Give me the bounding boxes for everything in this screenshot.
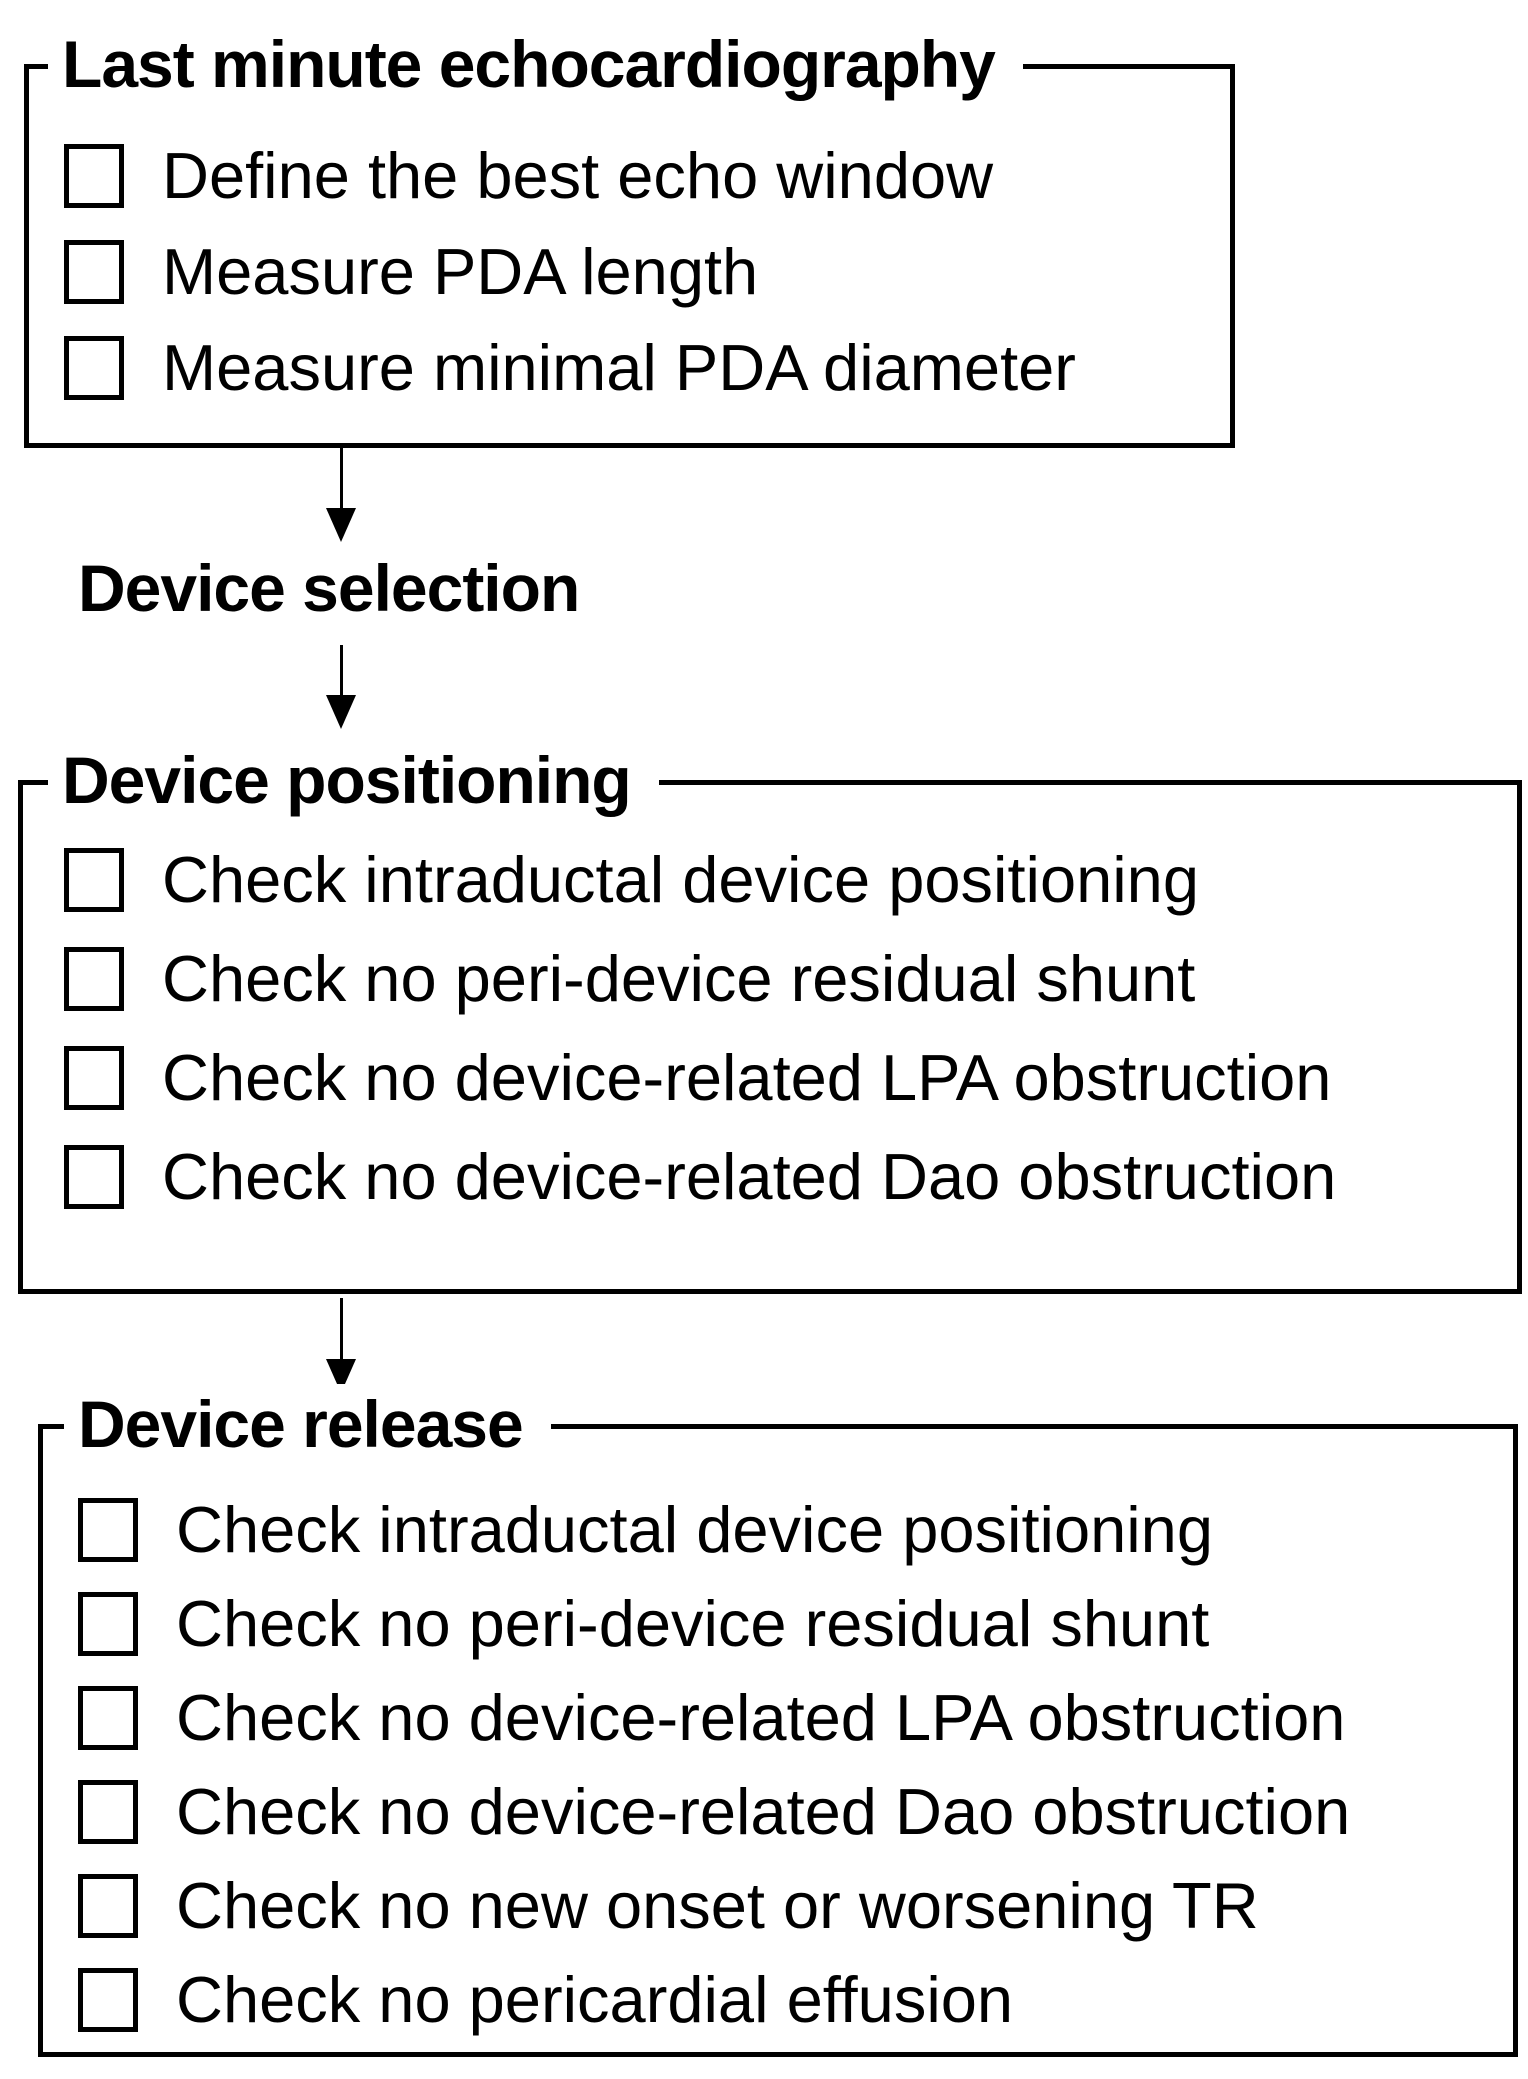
checklist-item-label: Check no device-related LPA obstruction xyxy=(176,1681,1346,1754)
checklist-row: Define the best echo window xyxy=(64,140,993,212)
checklist-item-label: Measure minimal PDA diameter xyxy=(162,331,1076,404)
checkbox-unchecked[interactable] xyxy=(78,1686,138,1750)
checklist-item-label: Check no device-related LPA obstruction xyxy=(162,1041,1332,1114)
checkbox-unchecked[interactable] xyxy=(64,1046,124,1110)
checklist-item-label: Check intraductal device positioning xyxy=(176,1493,1213,1566)
arrow-head xyxy=(326,508,356,542)
checklist-item-label: Check no device-related Dao obstruction xyxy=(176,1775,1351,1848)
checklist-row: Check no device-related Dao obstruction xyxy=(78,1776,1350,1848)
checklist-item-label: Check no pericardial effusion xyxy=(176,1963,1014,2036)
checklist-item-label: Check no peri-device residual shunt xyxy=(176,1587,1210,1660)
checkbox-unchecked[interactable] xyxy=(78,1780,138,1844)
arrow-stem xyxy=(339,1298,343,1359)
checkbox-unchecked[interactable] xyxy=(64,336,124,400)
checklist-item-label: Check no device-related Dao obstruction xyxy=(162,1140,1337,1213)
box-title-last-minute-echocardiography: Last minute echocardiography xyxy=(48,24,1023,104)
arrow-head xyxy=(326,695,356,729)
checklist-row: Check no device-related LPA obstruction xyxy=(64,1042,1331,1114)
checkbox-unchecked[interactable] xyxy=(64,848,124,912)
checkbox-unchecked[interactable] xyxy=(64,144,124,208)
checkbox-unchecked[interactable] xyxy=(64,1145,124,1209)
checklist-item-label: Check no new onset or worsening TR xyxy=(176,1869,1259,1942)
step-label-device-selection: Device selection xyxy=(78,551,580,625)
checklist-row: Check no device-related Dao obstruction xyxy=(64,1141,1336,1213)
checklist-row: Check no peri-device residual shunt xyxy=(64,943,1195,1015)
checkbox-unchecked[interactable] xyxy=(64,240,124,304)
checkbox-unchecked[interactable] xyxy=(78,1498,138,1562)
checklist-row: Check intraductal device positioning xyxy=(64,844,1199,916)
checkbox-unchecked[interactable] xyxy=(64,947,124,1011)
checklist-row: Check no device-related LPA obstruction xyxy=(78,1682,1345,1754)
arrow-stem xyxy=(339,645,343,695)
checklist-row: Measure PDA length xyxy=(64,236,758,308)
checklist-row: Check no pericardial effusion xyxy=(78,1964,1013,2036)
checklist-item-label: Check intraductal device positioning xyxy=(162,843,1199,916)
checklist-item-label: Check no peri-device residual shunt xyxy=(162,942,1196,1015)
checklist-row: Measure minimal PDA diameter xyxy=(64,332,1076,404)
checklist-item-label: Measure PDA length xyxy=(162,235,759,308)
checklist-row: Check intraductal device positioning xyxy=(78,1494,1213,1566)
checkbox-unchecked[interactable] xyxy=(78,1968,138,2032)
box-title-device-release: Device release xyxy=(64,1384,551,1464)
box-device-positioning xyxy=(18,780,1522,1294)
checkbox-unchecked[interactable] xyxy=(78,1874,138,1938)
flow-arrow-down-icon xyxy=(326,1298,356,1393)
arrow-stem xyxy=(339,447,343,508)
checklist-item-label: Define the best echo window xyxy=(162,139,994,212)
flow-arrow-down-icon xyxy=(326,447,356,542)
flow-arrow-down-icon xyxy=(326,645,356,729)
checklist-row: Check no new onset or worsening TR xyxy=(78,1870,1259,1942)
box-title-device-positioning: Device positioning xyxy=(48,740,659,820)
checklist-row: Check no peri-device residual shunt xyxy=(78,1588,1209,1660)
box-device-release xyxy=(38,1424,1518,2057)
checkbox-unchecked[interactable] xyxy=(78,1592,138,1656)
